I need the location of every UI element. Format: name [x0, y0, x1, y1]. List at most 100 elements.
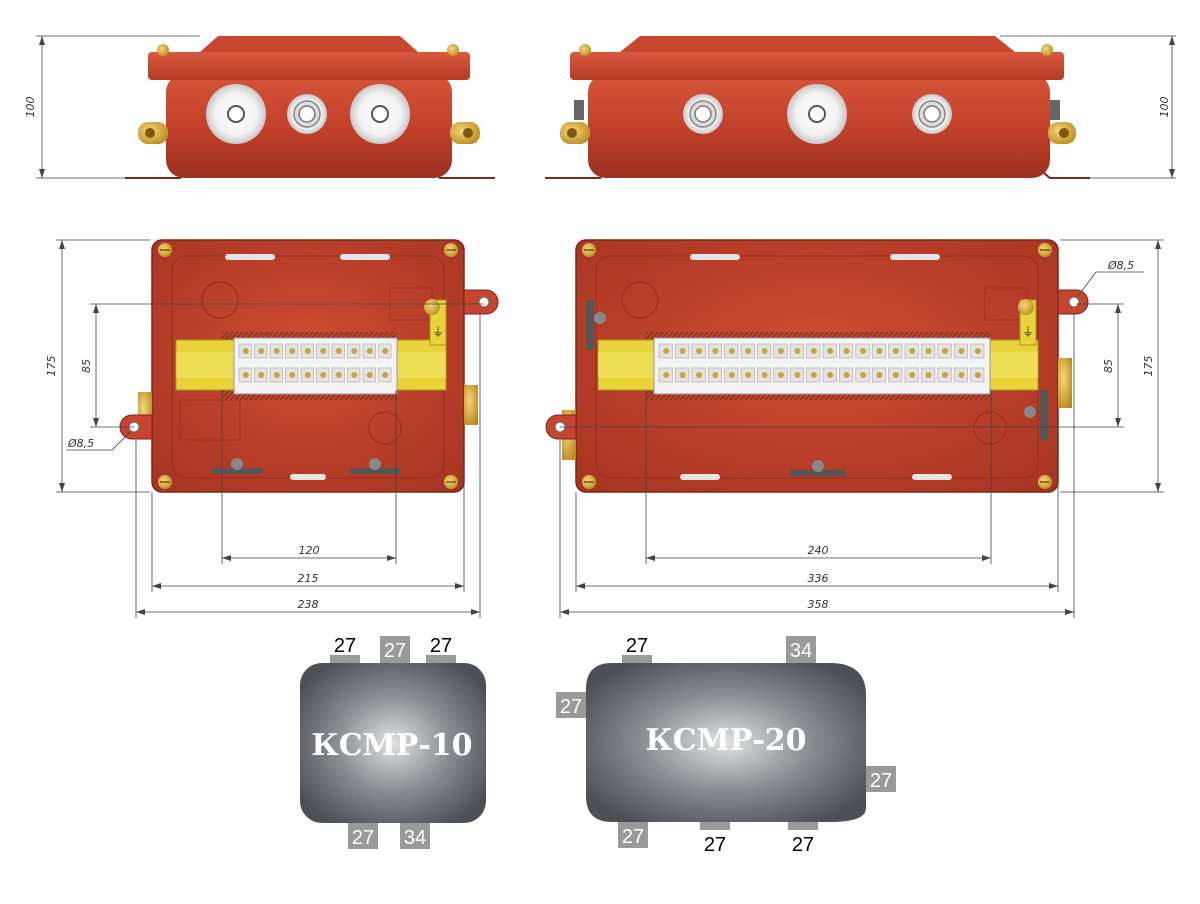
terminal-screw-icon — [663, 372, 670, 378]
terminal-screw-icon — [351, 372, 358, 378]
terminal-screw-icon — [892, 348, 899, 354]
terminal-screw-icon — [351, 348, 358, 354]
terminal-screw-icon — [712, 348, 719, 354]
terminal-screw-icon — [892, 372, 899, 378]
terminal-screw-icon — [728, 372, 735, 378]
terminal-screw-icon — [958, 372, 965, 378]
screw-icon — [582, 475, 596, 489]
gland-label: 27 — [430, 635, 452, 657]
gland-large-icon — [350, 84, 410, 144]
terminal-screw-icon — [273, 372, 280, 378]
gland-label: 27 — [704, 834, 726, 856]
scheme-ksmr10: КСМР-10 27 27 27 27 34 — [300, 635, 486, 849]
terminal-screw-icon — [761, 348, 768, 354]
dim-hole-ksmr10: Ø8,5 — [67, 437, 94, 450]
terminal-screw-icon — [366, 372, 373, 378]
terminal-screw-icon — [289, 372, 296, 378]
terminal-screw-icon — [679, 348, 686, 354]
gland-label: 27 — [870, 770, 892, 792]
gland-label: 27 — [352, 827, 374, 849]
ground-icon: ⏚ — [1022, 325, 1034, 339]
dim-overall-ksmr10: 238 — [298, 598, 319, 611]
dim-overall-ksmr20: 358 — [808, 598, 829, 611]
terminal-screw-icon — [958, 348, 965, 354]
gland-label: 34 — [790, 640, 812, 662]
terminal-screw-icon — [335, 372, 342, 378]
top-view-right: 100 — [545, 35, 1176, 179]
screw-icon — [444, 475, 458, 489]
terminal-screw-icon — [712, 372, 719, 378]
terminal-screw-icon — [304, 348, 311, 354]
terminal-screw-icon — [860, 372, 866, 378]
terminal-screw-icon — [258, 348, 265, 354]
terminal-screw-icon — [925, 372, 932, 378]
terminal-screw-icon — [909, 348, 916, 354]
gland-large-icon — [787, 84, 847, 144]
terminal-block — [653, 337, 991, 395]
gland-small-icon — [912, 94, 952, 134]
terminal-screw-icon — [794, 372, 801, 378]
terminal-screw-icon — [745, 372, 752, 378]
gland-label: 27 — [334, 635, 356, 657]
dim-body-ksmr20: 336 — [808, 572, 829, 585]
terminal-screw-icon — [827, 348, 834, 354]
dim-height-right: 100 — [1158, 97, 1171, 118]
top-view-left: 100 — [24, 35, 495, 179]
terminal-screw-icon — [382, 348, 389, 354]
terminal-screw-icon — [843, 372, 850, 378]
terminal-screw-icon — [810, 372, 817, 378]
dim-rail-ksmr20: 240 — [808, 544, 829, 557]
gland-label: 27 — [622, 826, 644, 848]
terminal-screw-icon — [974, 372, 981, 378]
terminal-screw-icon — [679, 372, 686, 378]
gland-label: 34 — [404, 827, 426, 849]
gland-label: 27 — [626, 635, 648, 657]
terminal-screw-icon — [876, 348, 883, 354]
terminal-screw-icon — [663, 348, 670, 354]
terminal-screw-icon — [320, 348, 327, 354]
screw-icon — [1038, 475, 1052, 489]
terminal-screw-icon — [289, 348, 296, 354]
terminal-screw-icon — [827, 372, 834, 378]
dim-body-ksmr10: 215 — [298, 572, 319, 585]
front-view-ksmr10: ⏚ 175 85 Ø8,5 120 215 — [45, 239, 499, 618]
screw-icon — [582, 243, 596, 257]
terminal-screw-icon — [761, 372, 768, 378]
gland-small-icon — [683, 94, 723, 134]
scheme-title-ksmr10: КСМР-10 — [311, 728, 472, 763]
dim-height-left: 100 — [24, 97, 37, 118]
screw-icon — [1038, 243, 1052, 257]
terminal-screw-icon — [925, 348, 932, 354]
terminal-screw-icon — [843, 348, 850, 354]
ground-icon: ⏚ — [432, 325, 444, 339]
terminal-screw-icon — [382, 372, 389, 378]
gland-label: 27 — [560, 696, 582, 718]
terminal-screw-icon — [909, 372, 916, 378]
screw-icon — [158, 475, 172, 489]
terminal-screw-icon — [242, 348, 249, 354]
dim-height-ksmr20: 175 — [1142, 356, 1155, 377]
dim-rail-ksmr10: 120 — [299, 544, 320, 557]
screw-icon — [444, 243, 458, 257]
screw-icon — [158, 243, 172, 257]
terminal-screw-icon — [942, 372, 948, 378]
terminal-screw-icon — [335, 348, 342, 354]
front-view-ksmr20: ⏚ 175 85 Ø8,5 240 33 — [545, 239, 1164, 618]
terminal-screw-icon — [728, 348, 735, 354]
terminal-screw-icon — [810, 348, 817, 354]
terminal-screw-icon — [304, 372, 311, 378]
terminal-screw-icon — [745, 348, 752, 354]
terminal-screw-icon — [876, 372, 883, 378]
gland-small-icon — [287, 94, 327, 134]
terminal-block — [233, 337, 398, 395]
gland-label: 27 — [792, 834, 814, 856]
dim-mount-ksmr20: 85 — [1102, 359, 1115, 373]
gland-large-icon — [206, 84, 266, 144]
terminal-screw-icon — [696, 372, 702, 378]
terminal-screw-icon — [258, 372, 265, 378]
scheme-ksmr20: КСМР-20 27 34 27 27 27 27 27 — [556, 635, 896, 856]
terminal-screw-icon — [860, 348, 866, 354]
terminal-screw-icon — [778, 348, 784, 354]
scheme-title-ksmr20: КСМР-20 — [645, 723, 806, 758]
